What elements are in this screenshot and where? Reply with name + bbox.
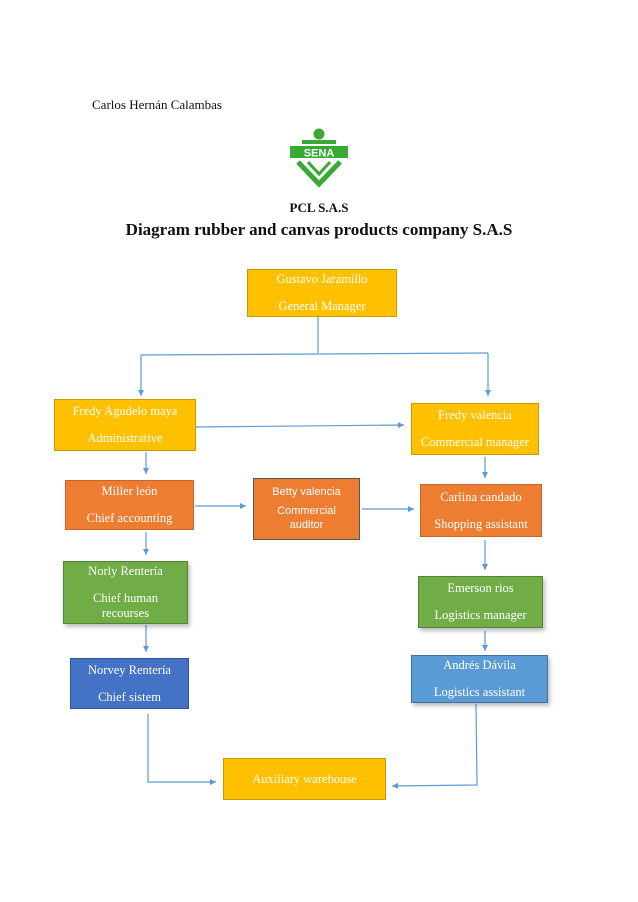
- logistics-assistant-role: Logistics assistant: [433, 685, 526, 699]
- general-manager-name: Gustavo Jaramillo: [276, 272, 368, 286]
- connector-admin-commercial: [195, 422, 405, 429]
- node-commercial-manager: Fredy valencia Commercial manager: [411, 403, 539, 455]
- node-logistics-manager: Emerson rios Logistics manager: [418, 576, 543, 628]
- chief-system-name: Norvey Rentería: [88, 662, 171, 677]
- chief-human-resources-role-line2: recourses: [101, 606, 150, 620]
- chief-human-resources-role-line1: Chief human: [93, 591, 158, 605]
- sena-logo: SENA: [290, 128, 348, 188]
- diagram-title: Diagram rubber and canvas products compa…: [125, 220, 513, 239]
- administrative-role: Administrative: [87, 431, 163, 445]
- node-administrative: Fredy Agudelo maya Administrative: [54, 399, 196, 451]
- node-commercial-auditor: Betty valencia Commercial auditor: [253, 478, 360, 540]
- chief-human-resources-name: Norly Rentería: [88, 564, 163, 578]
- logistics-assistant-name: Andrés Dávila: [443, 658, 516, 672]
- node-logistics-assistant: Andrés Dávila Logistics assistant: [411, 655, 548, 703]
- node-chief-system: Norvey Rentería Chief sistem: [70, 658, 189, 709]
- chief-accounting-name: Miller león: [101, 484, 158, 498]
- node-auxiliary-warehouse: Auxiliary warehouse: [223, 758, 386, 800]
- shopping-assistant-name: Carlina candado: [440, 489, 522, 504]
- connector-system-warehouse: [147, 714, 216, 785]
- commercial-manager-name: Fredy valencia: [438, 408, 512, 422]
- node-shopping-assistant: Carlina candado Shopping assistant: [420, 484, 542, 537]
- administrative-name: Fredy Agudelo maya: [72, 404, 178, 418]
- logo-text: SENA: [304, 148, 335, 160]
- commercial-auditor-name: Betty valencia: [272, 486, 341, 499]
- commercial-auditor-role-line2: auditor: [289, 518, 324, 531]
- connector-gm-branch: [140, 352, 489, 356]
- node-chief-human-resources: Norly Rentería Chief human recourses: [63, 561, 188, 624]
- shopping-assistant-role: Shopping assistant: [434, 516, 528, 531]
- chief-accounting-role: Chief accounting: [86, 511, 173, 525]
- commercial-manager-role: Commercial manager: [421, 435, 529, 449]
- connector-assistant-warehouse: [391, 703, 478, 789]
- node-chief-accounting: Miller león Chief accounting: [65, 480, 194, 530]
- logistics-manager-role: Logistics manager: [434, 608, 527, 622]
- node-general-manager: Gustavo Jaramillo General Manager: [247, 269, 397, 317]
- company-name: PCL S.A.S: [289, 200, 349, 215]
- auxiliary-warehouse-name: Auxiliary warehouse: [252, 771, 357, 786]
- general-manager-role: General Manager: [278, 299, 366, 313]
- author-name: Carlos Hernán Calambas: [92, 97, 222, 112]
- commercial-auditor-role-line1: Commercial: [277, 505, 336, 518]
- logistics-manager-name: Emerson rios: [447, 581, 514, 595]
- chief-system-role: Chief sistem: [98, 689, 161, 704]
